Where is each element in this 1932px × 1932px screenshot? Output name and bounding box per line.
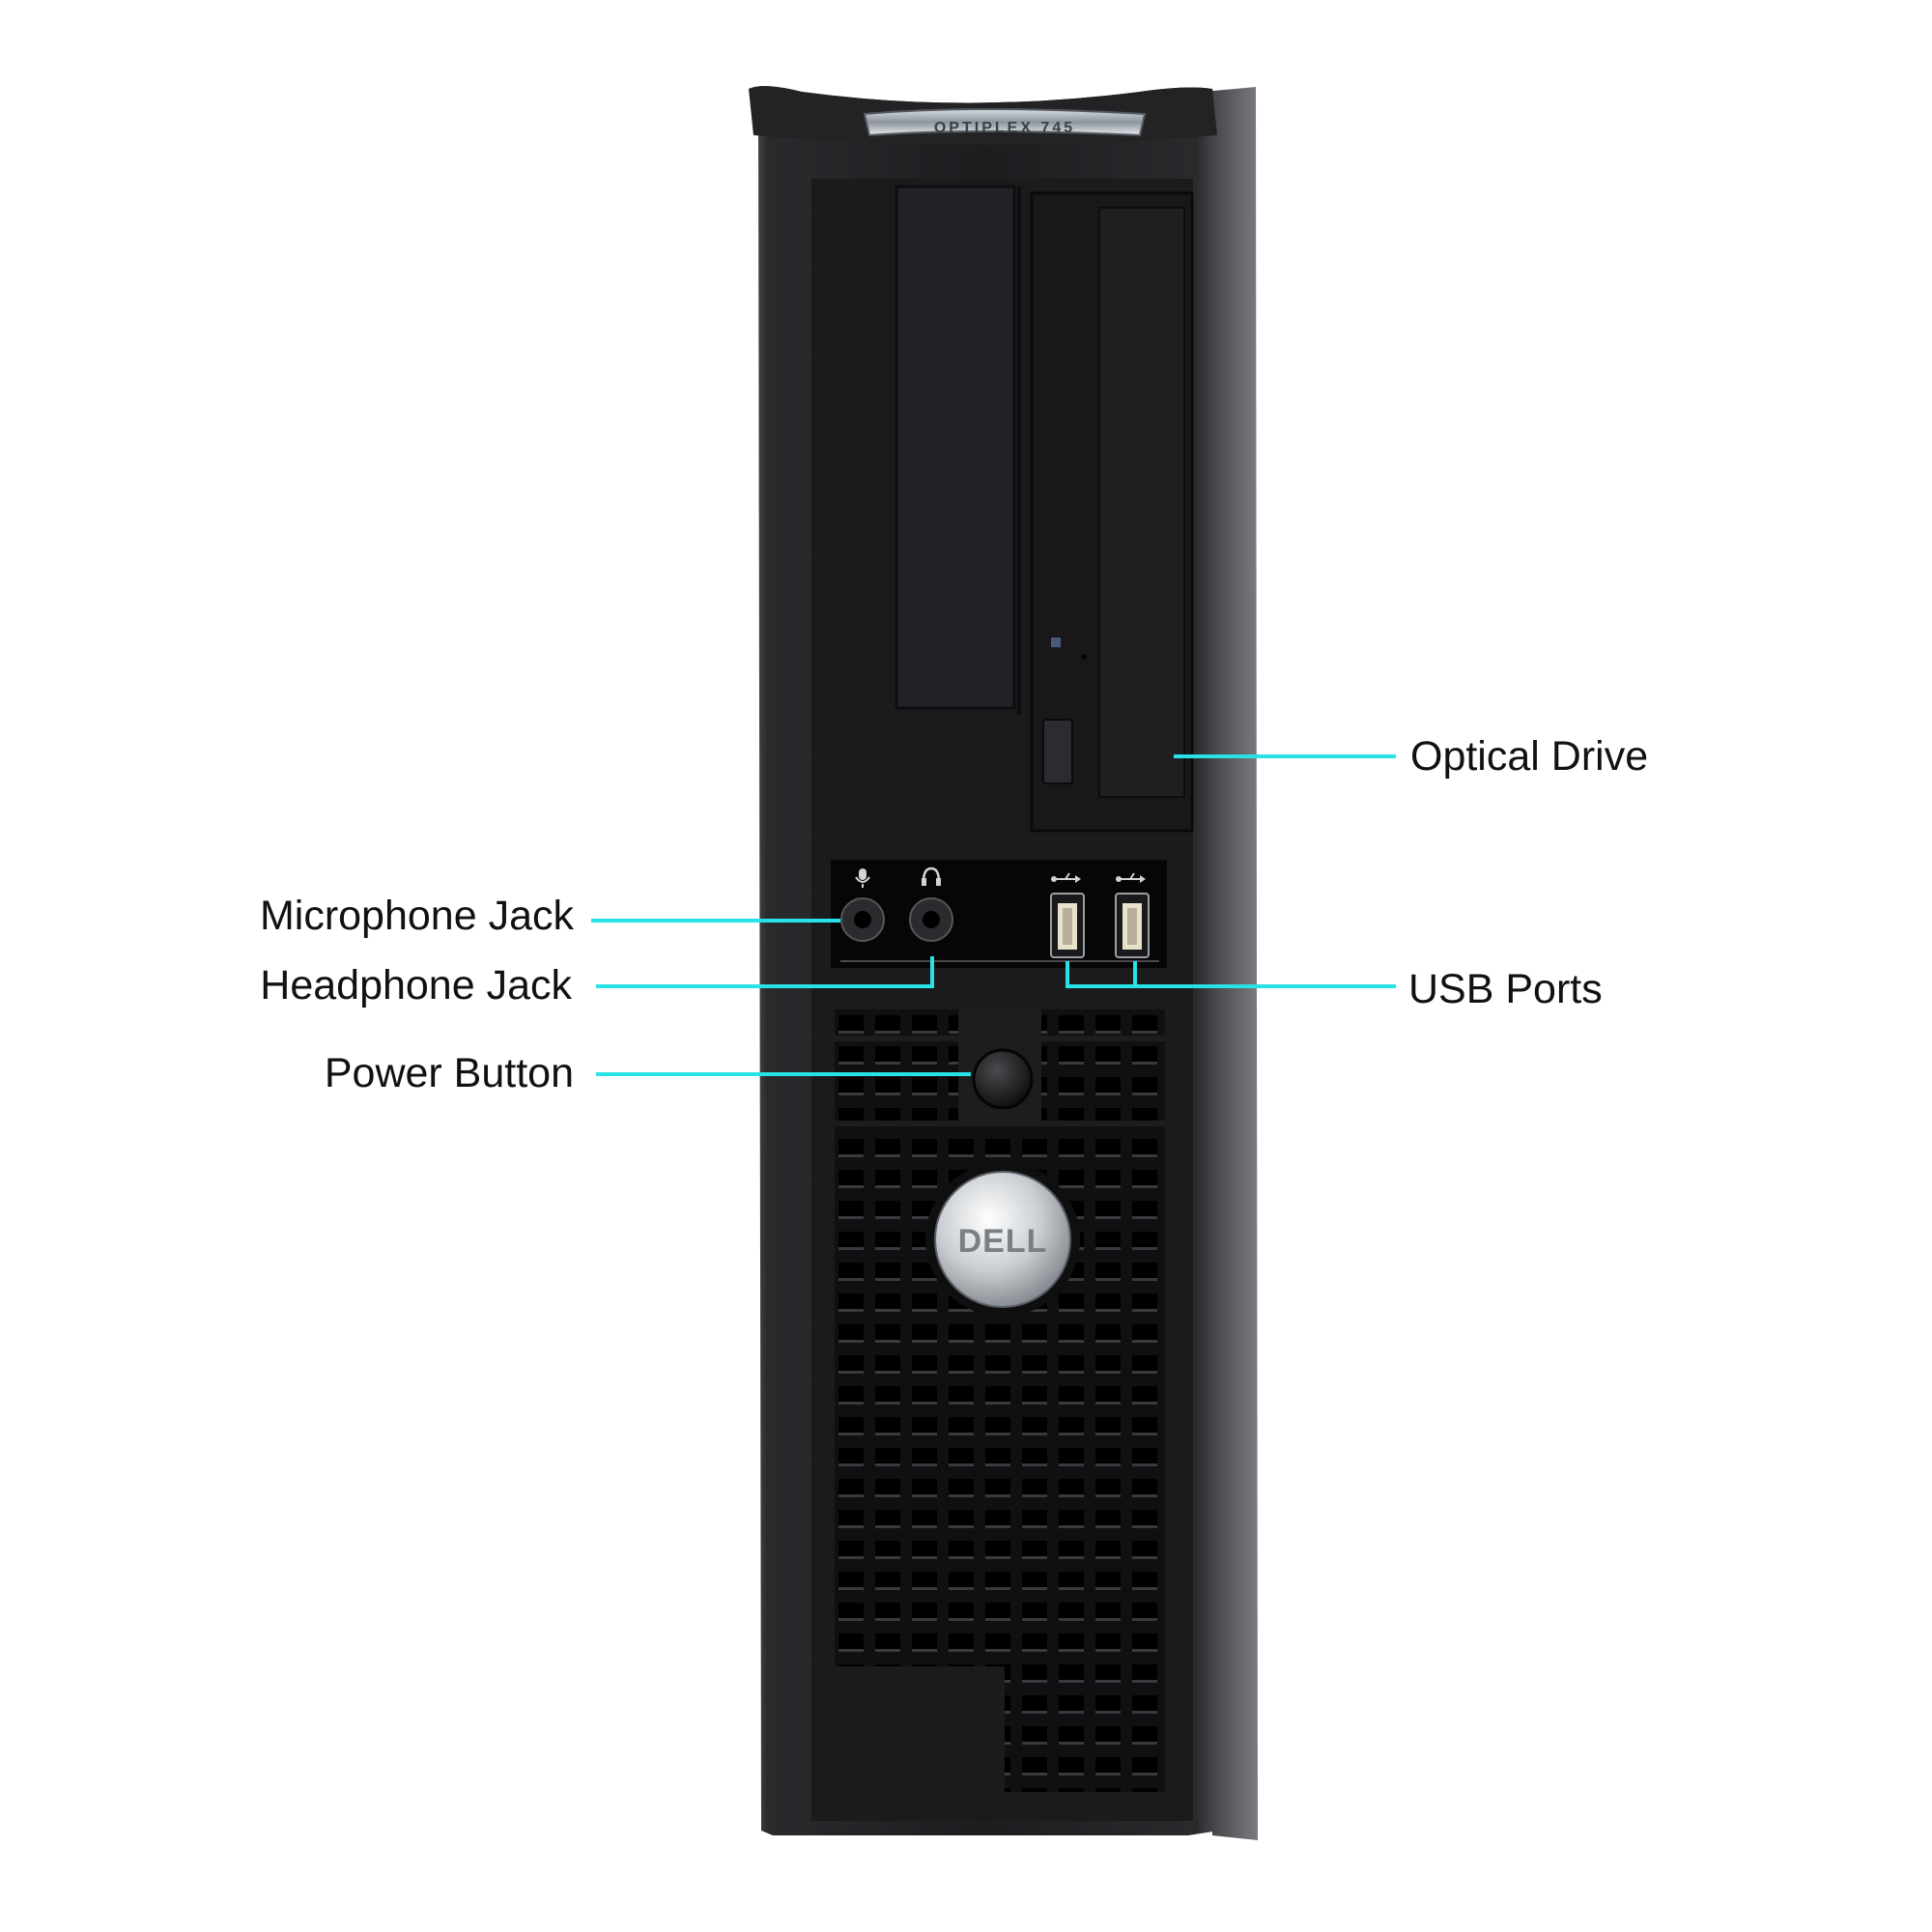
- headphone-jack-leader: [596, 956, 934, 988]
- model-badge: OPTIPLEX 745: [863, 108, 1147, 137]
- eject-button[interactable]: [1042, 719, 1073, 784]
- ventilation-grille: [835, 1009, 1165, 1792]
- io-panel: [831, 860, 1167, 968]
- drive-activity-light: [1051, 638, 1061, 647]
- power-button-label: Power Button: [325, 1050, 574, 1096]
- usb-icon: [1116, 872, 1146, 883]
- headphone-icon: [922, 867, 941, 886]
- headphone-jack-label: Headphone Jack: [260, 962, 572, 1009]
- optical-drive-label: Optical Drive: [1410, 733, 1648, 780]
- usb-ports-leader: [1065, 961, 1396, 988]
- optical-drive: [1030, 191, 1194, 833]
- dell-logo: DELL: [925, 1162, 1080, 1317]
- microphone-jack-label: Microphone Jack: [260, 893, 575, 939]
- microphone-jack[interactable]: [840, 897, 885, 942]
- dell-logo-text: DELL: [958, 1223, 1048, 1260]
- microphone-icon: [855, 868, 870, 888]
- headphone-jack[interactable]: [909, 897, 953, 942]
- model-badge-text: OPTIPLEX 745: [934, 120, 1075, 136]
- usb-port-1[interactable]: [1050, 893, 1085, 958]
- drive-emergency-eject-hole: [1081, 654, 1087, 660]
- computer-case: OPTIPLEX 745: [749, 86, 1258, 1840]
- blank-drive-bay: [895, 185, 1016, 710]
- callouts: Optical Drive Microphone Jack Headphone …: [260, 733, 1648, 1096]
- power-button[interactable]: [972, 1048, 1034, 1110]
- usb-ports-label: USB Ports: [1408, 966, 1603, 1012]
- usb-icon: [1051, 872, 1081, 883]
- usb-port-2[interactable]: [1115, 893, 1150, 958]
